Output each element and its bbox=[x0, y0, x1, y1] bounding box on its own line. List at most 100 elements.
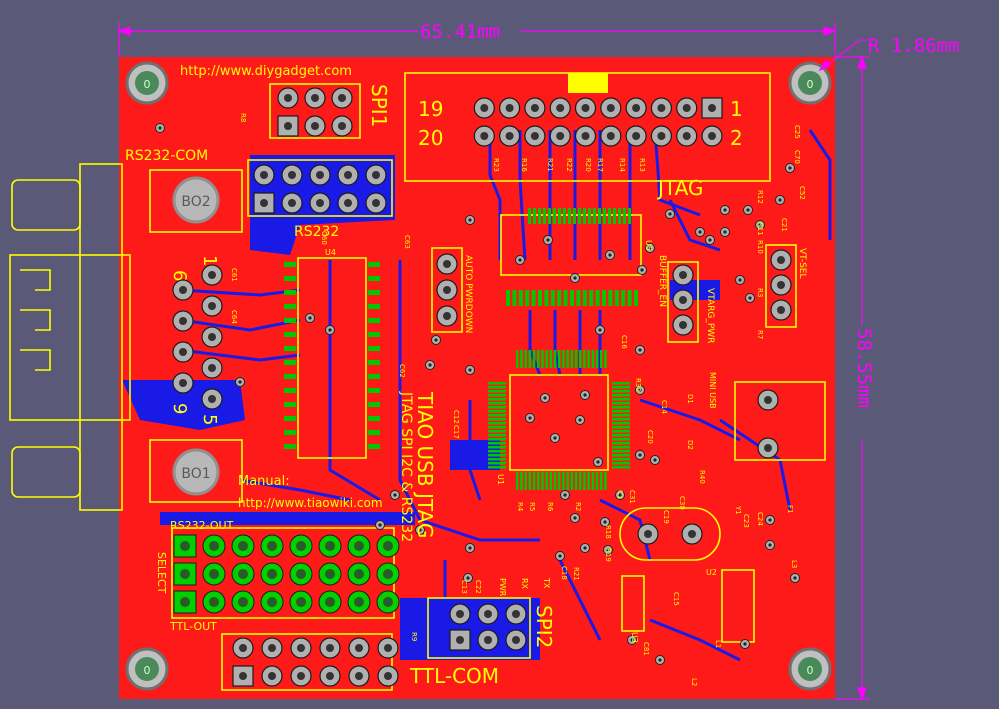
u5-pad bbox=[578, 208, 581, 224]
buffer-en-label: BUFFER_EN bbox=[657, 255, 667, 307]
u1-pad bbox=[488, 442, 506, 445]
u5-pad bbox=[588, 208, 591, 224]
manual-label: Manual: bbox=[238, 474, 290, 489]
ttl-com-pad bbox=[290, 665, 312, 687]
via bbox=[627, 635, 637, 645]
db9-board-locks: BO2 BO1 bbox=[172, 176, 220, 496]
ref-label: R12 bbox=[756, 190, 764, 204]
u5-pad bbox=[618, 208, 621, 224]
ref-label: C23 bbox=[742, 514, 750, 528]
mount-hole-top-left: 0 bbox=[125, 61, 169, 105]
vt-sel-pad bbox=[770, 249, 792, 271]
ref-label: L1 bbox=[714, 640, 722, 648]
u5-pad bbox=[538, 208, 541, 224]
via bbox=[720, 227, 730, 237]
ref-label: R21 bbox=[572, 567, 580, 581]
mounting-holes: 0 0 0 0 bbox=[125, 61, 832, 691]
ref-label: C70 bbox=[793, 150, 801, 164]
via bbox=[580, 543, 590, 553]
ttl-com-pad bbox=[261, 665, 283, 687]
u1-pad bbox=[612, 394, 630, 397]
ref-label: C52 bbox=[798, 186, 806, 200]
ttl-com-outline bbox=[221, 633, 393, 691]
via bbox=[305, 313, 315, 323]
spi2-pad bbox=[505, 629, 527, 651]
jtag-20-label: 20 bbox=[418, 126, 443, 150]
jtag-pad bbox=[600, 125, 622, 147]
u1-pad bbox=[524, 472, 527, 490]
via bbox=[740, 639, 750, 649]
select-pad bbox=[173, 562, 197, 586]
u1-pad bbox=[488, 410, 506, 413]
u5-pad bbox=[608, 290, 613, 306]
select-pad bbox=[347, 562, 371, 586]
u1-pad bbox=[574, 472, 578, 490]
select-pad bbox=[231, 590, 255, 614]
ttl-com-pad bbox=[261, 637, 283, 659]
u1-pad bbox=[612, 422, 630, 425]
u1-pad bbox=[600, 350, 603, 368]
u1-pad bbox=[488, 426, 506, 429]
u1-pad bbox=[612, 402, 630, 405]
db9-pad bbox=[172, 341, 194, 363]
u1-pad bbox=[587, 472, 590, 490]
select-pad bbox=[376, 590, 400, 614]
svg-text:0: 0 bbox=[144, 664, 151, 677]
u1-pad bbox=[587, 350, 590, 368]
jtag-pad bbox=[701, 97, 723, 119]
u1-pad bbox=[524, 350, 527, 368]
via bbox=[735, 275, 745, 285]
u1-pad bbox=[562, 350, 565, 368]
ref-label: D1 bbox=[686, 394, 694, 404]
u4-pad bbox=[368, 304, 380, 309]
u1-pad bbox=[595, 350, 599, 368]
via bbox=[555, 551, 565, 561]
jtag-1-label: 1 bbox=[730, 97, 743, 121]
u5-pad bbox=[602, 290, 606, 306]
ttl-com-pad bbox=[377, 637, 399, 659]
u1-pad bbox=[488, 398, 506, 401]
u4-pad bbox=[284, 374, 296, 379]
ref-label: C25 bbox=[793, 125, 801, 139]
select-pad bbox=[173, 590, 197, 614]
ref-label: R30 bbox=[634, 378, 642, 392]
u5-pad bbox=[550, 290, 555, 306]
dimension-annotations bbox=[117, 22, 870, 701]
db9-pad bbox=[172, 372, 194, 394]
ref-label: R2 bbox=[574, 502, 582, 511]
board-subtitle: JTAG SPI I2C & RS232 bbox=[398, 391, 414, 542]
spi2-pad bbox=[505, 603, 527, 625]
u1-pad bbox=[612, 410, 630, 413]
ref-label: C1 bbox=[616, 490, 624, 499]
u5-label: U5 bbox=[644, 240, 653, 251]
select-pad bbox=[289, 562, 313, 586]
u1-pad bbox=[570, 350, 574, 368]
auto-pwrdown-pad bbox=[436, 305, 458, 327]
u1-pad bbox=[612, 406, 630, 409]
u1-pad bbox=[488, 450, 506, 453]
rs232-header-outline bbox=[247, 159, 393, 217]
ref-label: Y1 bbox=[734, 505, 742, 515]
u1-pad bbox=[558, 350, 561, 368]
u5-pad bbox=[623, 208, 626, 224]
u1-pad bbox=[528, 472, 532, 490]
u5-pad bbox=[608, 208, 611, 224]
via bbox=[765, 540, 775, 550]
via bbox=[665, 209, 675, 219]
u5-pad bbox=[627, 290, 632, 306]
rs232-pad bbox=[309, 164, 331, 186]
u4-pad bbox=[368, 444, 380, 449]
spi1-pad bbox=[331, 115, 353, 137]
u1-pad bbox=[541, 472, 544, 490]
db9-pad bbox=[201, 357, 223, 379]
select-pad bbox=[173, 534, 197, 558]
via bbox=[431, 335, 441, 345]
rs232-pad bbox=[281, 164, 303, 186]
spi1-header-outline bbox=[269, 83, 361, 139]
via bbox=[743, 205, 753, 215]
via bbox=[465, 215, 475, 225]
jtag-pad bbox=[549, 97, 571, 119]
via bbox=[790, 573, 800, 583]
radius-dimension: R 1.86mm bbox=[868, 35, 960, 57]
jtag-pad bbox=[676, 97, 698, 119]
